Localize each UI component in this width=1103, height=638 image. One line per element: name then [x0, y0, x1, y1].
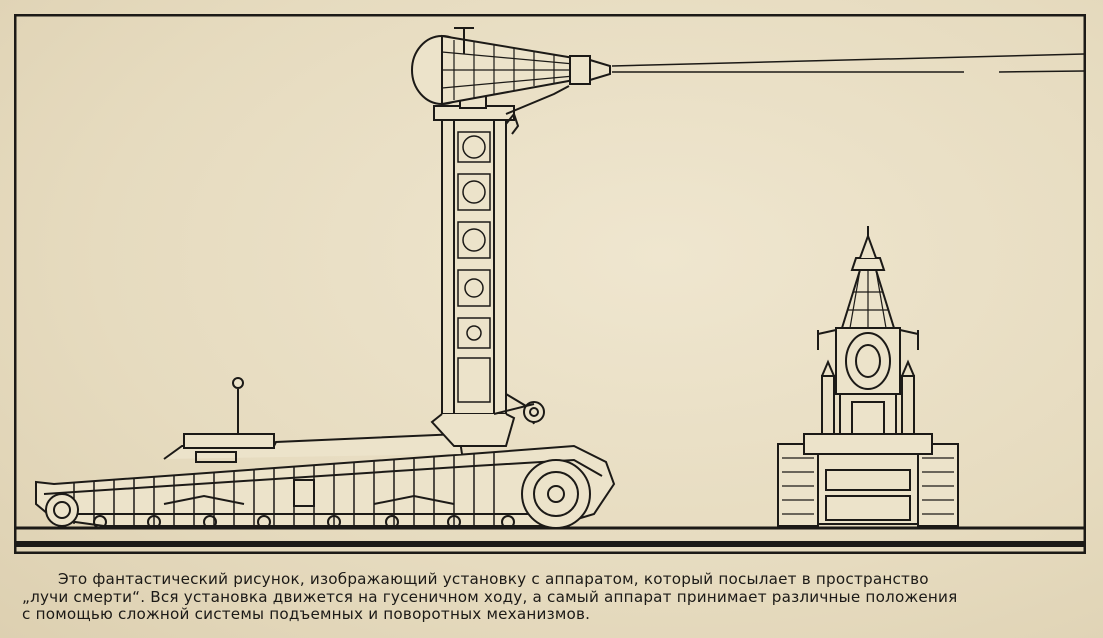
illustration-frame: [14, 14, 1086, 554]
tracked-vehicle-front-view: [777, 226, 959, 527]
tracked-vehicle-side-view: [35, 377, 616, 529]
caption-line-3: с помощью сложной системы подъемных и по…: [22, 605, 591, 623]
death-ray-beams: [611, 53, 1085, 73]
lattice-mast: [430, 79, 545, 447]
caption-line-1: Это фантастический рисунок, изображающий…: [58, 570, 929, 588]
death-ray-projector: [411, 27, 611, 115]
illustration-caption: Это фантастический рисунок, изображающий…: [22, 570, 1102, 624]
illustration-border: [14, 14, 1086, 554]
caption-line-2: „лучи смерти“. Вся установка движется на…: [22, 587, 958, 606]
ground-line: [16, 526, 1084, 547]
